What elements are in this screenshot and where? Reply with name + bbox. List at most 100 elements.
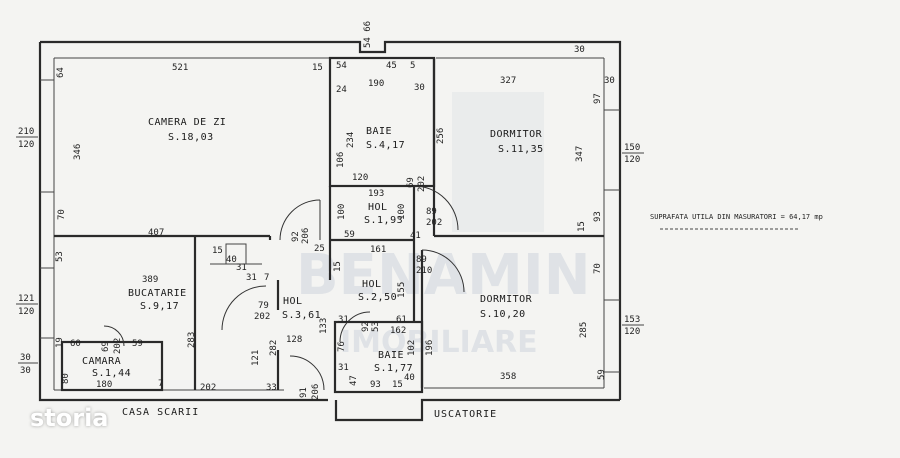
dim-label: 19 [55, 337, 65, 348]
dim-label: 282 [269, 340, 279, 356]
dim-label: 33 [266, 383, 277, 393]
dim-label: 59 [344, 230, 355, 240]
dim-label: 7 [158, 379, 163, 389]
dim-label: 61 [396, 315, 407, 325]
dim-label: 234 [346, 132, 356, 148]
dim-label: 162 [390, 326, 406, 336]
dim-label: 59 [597, 369, 607, 380]
dim-label: 202 [254, 312, 270, 322]
dim-label: 347 [575, 146, 585, 162]
dim-label: 133 [319, 318, 329, 334]
dim-label: 93 [593, 211, 603, 222]
dim-label: 91 [299, 387, 309, 398]
brand-logo: storia [30, 404, 109, 432]
dim-label: 54 [336, 61, 347, 71]
dim-label: 202 [426, 218, 442, 228]
dim-label: 31 [338, 363, 349, 373]
dim-label: 120 [624, 327, 640, 337]
dim-label: 5 [410, 61, 415, 71]
dim-label: 120 [18, 140, 34, 150]
watermark: BENAMIN IMOBILIARE [296, 92, 591, 360]
dim-label: 92 [361, 321, 371, 332]
dim-label: 40 [226, 255, 237, 265]
dim-label: 41 [410, 231, 421, 241]
dim-label: 24 [336, 85, 347, 95]
room-name: DORMITOR [480, 294, 533, 305]
dim-label: 283 [187, 332, 197, 348]
dim-label: 15 [333, 261, 343, 272]
watermark-line2: IMOBILIARE [340, 325, 538, 360]
dim-label: 100 [337, 204, 347, 220]
dim-label: 15 [312, 63, 323, 73]
dimensions: 54 66 521 15 54 45 5 30 190 30 327 30 64… [16, 21, 644, 400]
dim-label: 155 [397, 282, 407, 298]
dim-label: 206 [311, 384, 321, 400]
dim-label: 102 [407, 340, 417, 356]
dim-label: 202 [417, 176, 427, 192]
room-area: S.2,50 [358, 292, 397, 303]
dim-label: 80 [61, 373, 71, 384]
dim-label: 389 [142, 275, 158, 285]
dim-label: 59 [132, 339, 143, 349]
dim-label: 106 [336, 152, 346, 168]
dim-label: 210 [416, 266, 432, 276]
usable-area-note: SUPRAFATA UTILA DIN MASURATORI = 64,17 m… [650, 213, 823, 221]
dim-label: 15 [392, 380, 403, 390]
dim-label: 70 [57, 209, 67, 220]
dim-label: 128 [286, 335, 302, 345]
dim-label: 79 [258, 301, 269, 311]
room-area: S.10,20 [480, 309, 526, 320]
dim-label: 30 [20, 366, 31, 376]
room-name: BUCATARIE [128, 288, 187, 299]
dim-label: 31 [246, 273, 257, 283]
room-name: CAMARA [82, 356, 121, 367]
dim-label: 89 [426, 207, 437, 217]
dim-label: 153 [624, 315, 640, 325]
dim-label: 69 [406, 177, 416, 188]
interior-walls [54, 56, 604, 394]
dim-label: 193 [368, 189, 384, 199]
dim-label: 161 [370, 245, 386, 255]
dim-label: 120 [352, 173, 368, 183]
dim-label: 196 [425, 340, 435, 356]
dim-label: 92 [291, 231, 301, 242]
dim-label: 202 [113, 338, 123, 354]
dim-label: 25 [314, 244, 325, 254]
room-area: S.1,93 [364, 215, 403, 226]
dim-label: 521 [172, 63, 188, 73]
dim-label: 54 66 [363, 21, 373, 48]
staircase-label: CASA SCARII [122, 407, 199, 418]
room-name: HOL [283, 296, 303, 307]
dim-label: 15 [577, 221, 587, 232]
dim-label: 121 [251, 350, 261, 366]
outer-walls [38, 40, 622, 422]
dim-label: 358 [500, 372, 516, 382]
room-name: BAIE [366, 126, 392, 137]
dim-label: 89 [416, 255, 427, 265]
room-name: BAIE [378, 350, 404, 361]
dim-label: 100 [397, 204, 407, 220]
dim-label: 120 [624, 155, 640, 165]
room-area: S.9,17 [140, 301, 179, 312]
doors [103, 185, 465, 391]
room-area: S.18,03 [168, 132, 214, 143]
dim-label: 7 [264, 273, 269, 283]
dim-label: 53 [371, 321, 381, 332]
dim-label: 15 [212, 246, 223, 256]
dim-label: 69 [101, 341, 111, 352]
drying-room-label: USCATORIE [434, 409, 497, 420]
dim-label: 121 [18, 294, 34, 304]
dim-label: 346 [73, 144, 83, 160]
room-name: HOL [362, 279, 382, 290]
room-labels: CAMERA DE ZI S.18,03 BAIE S.4,17 DORMITO… [82, 117, 543, 379]
dim-label: 93 [370, 380, 381, 390]
dim-label: 30 [604, 76, 615, 86]
room-area: S.4,17 [366, 140, 405, 151]
dim-label: 64 [56, 67, 66, 78]
dim-label: 31 [338, 315, 349, 325]
room-name: CAMERA DE ZI [148, 117, 226, 128]
dim-label: 180 [96, 380, 112, 390]
dim-label: 30 [414, 83, 425, 93]
room-name: DORMITOR [490, 129, 543, 140]
dim-label: 30 [574, 45, 585, 55]
